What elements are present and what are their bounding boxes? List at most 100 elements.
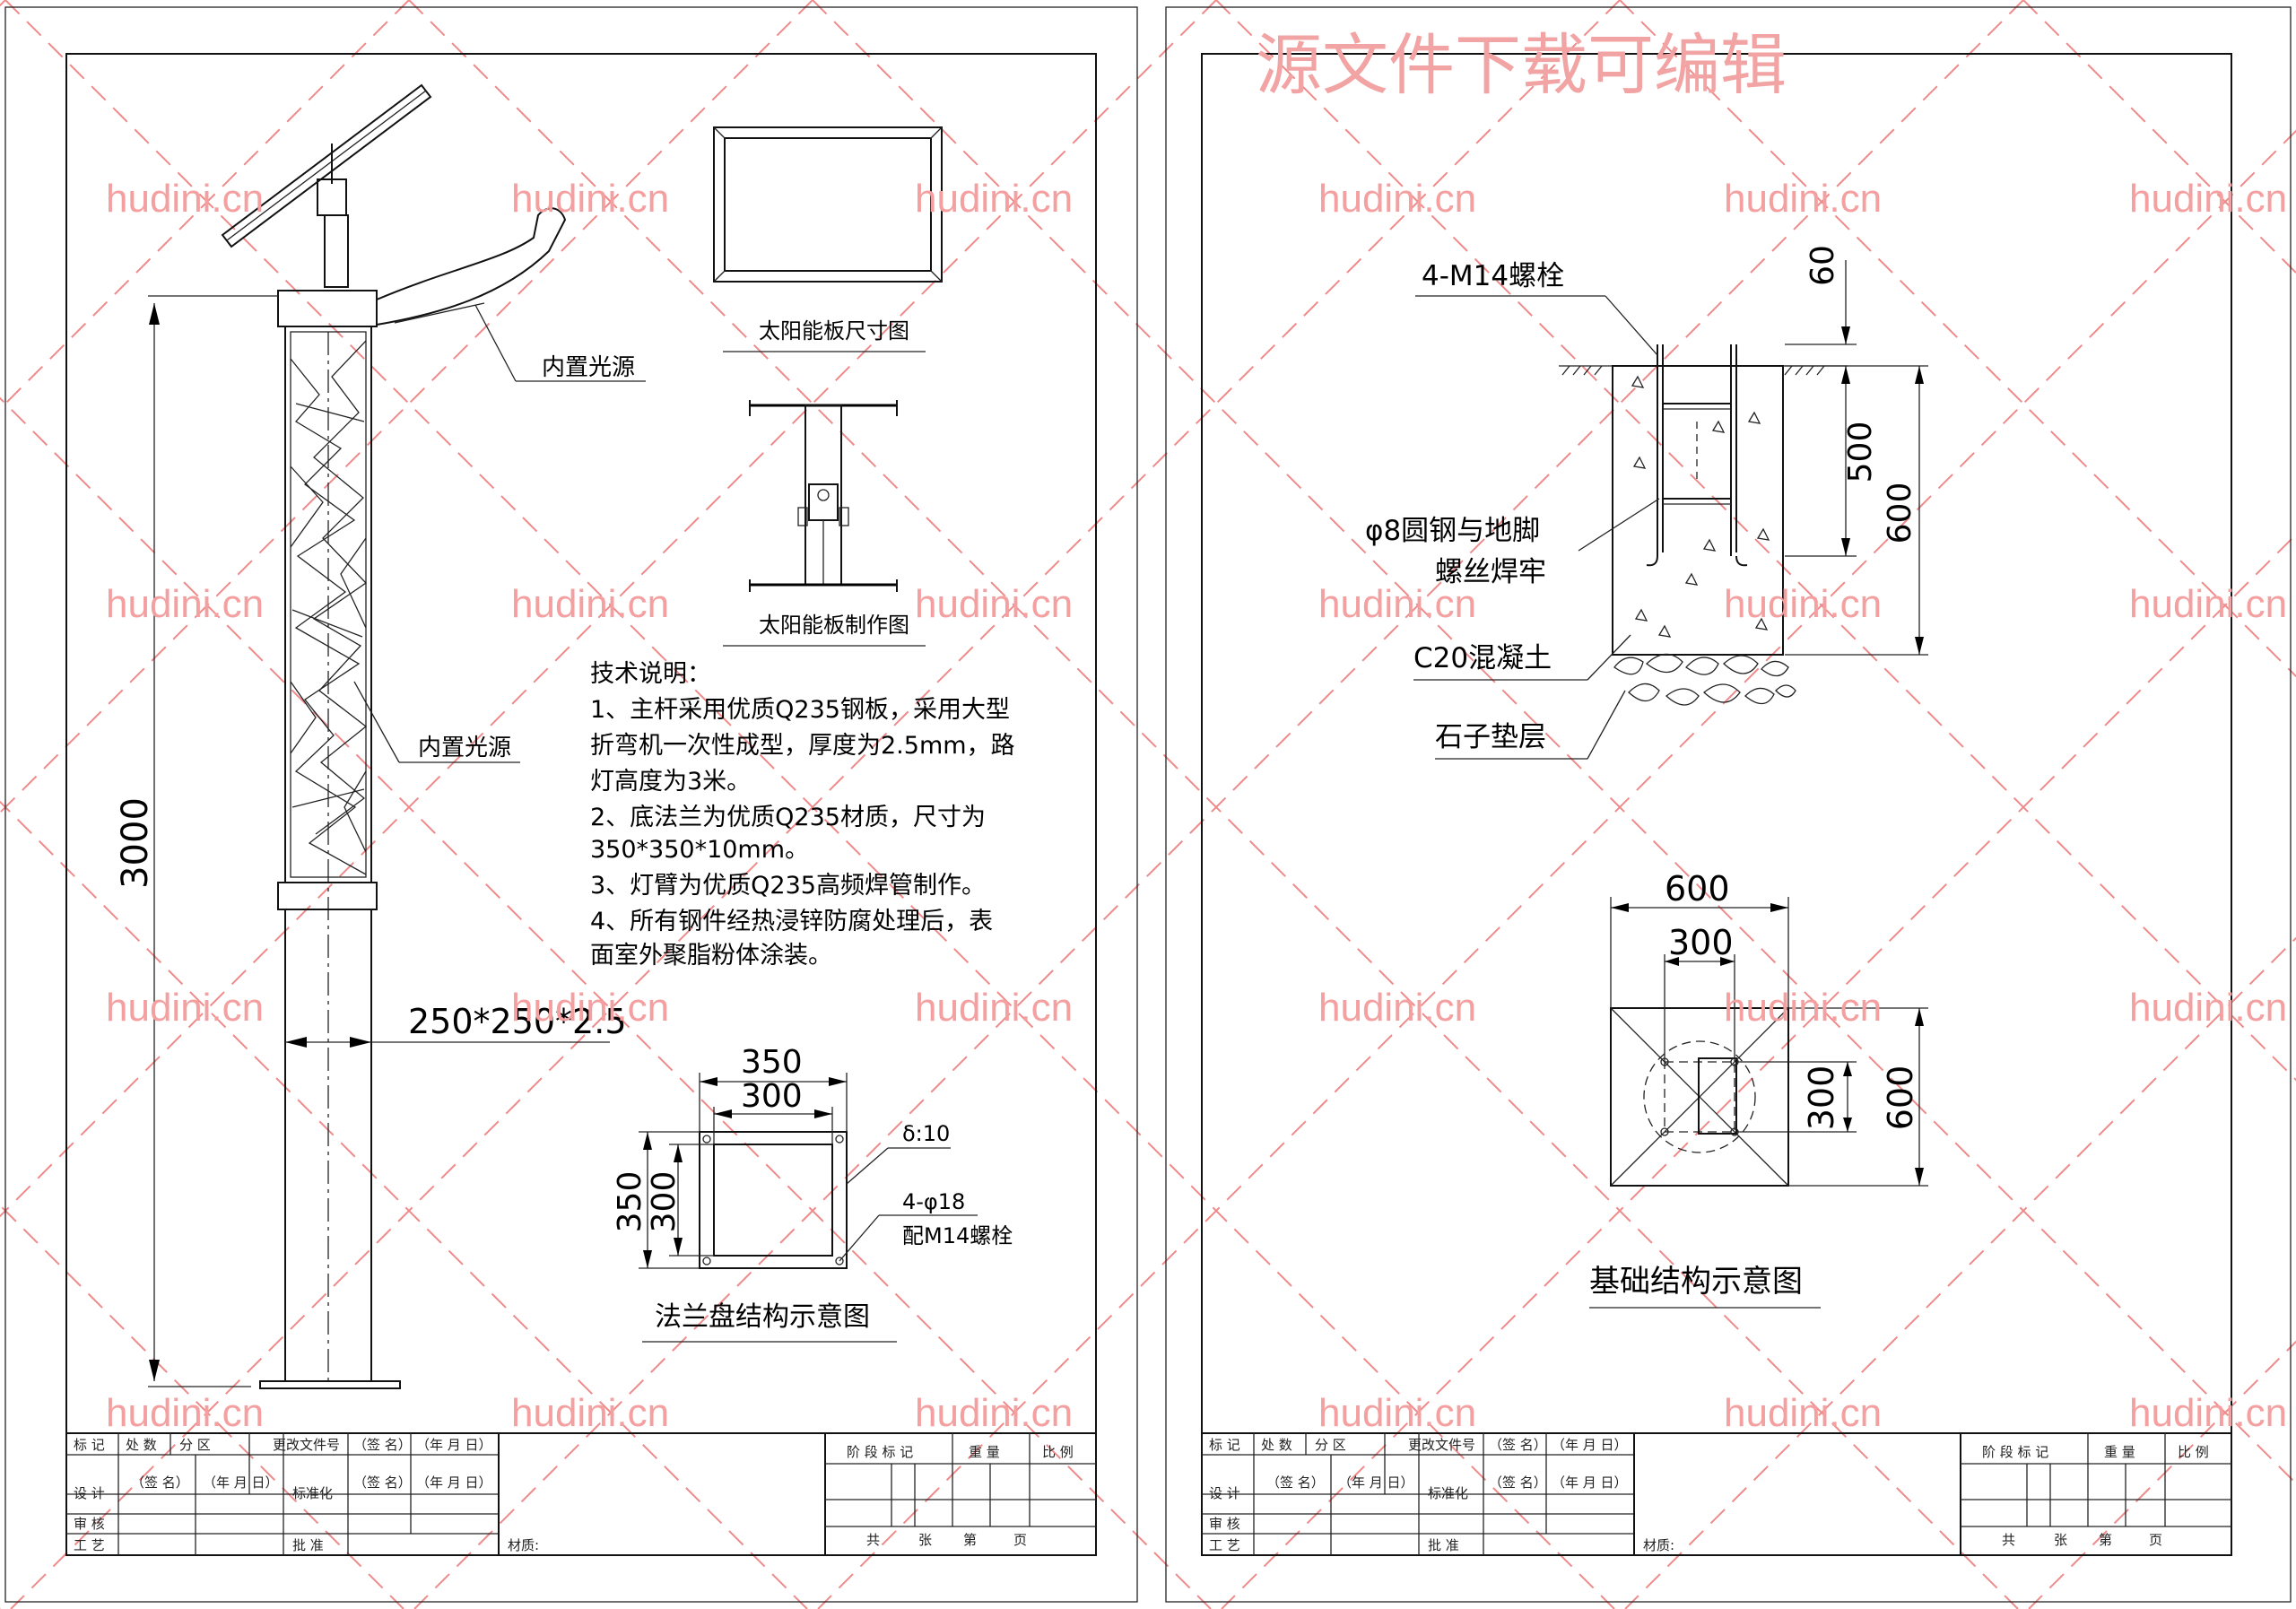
tb-l-r1-4: （签 名）	[353, 1437, 412, 1453]
title-block-left: 标 记 处 数 分 区 更改文件号 （签 名） （年 月 日） 设 计 （签 名…	[65, 1432, 1097, 1556]
watermark-diagonal	[10, 0, 1621, 1609]
foundation-plan: 600 300 300 600 基础结构示意图	[1589, 869, 1928, 1309]
tech-note-line-7: 4、所有钢件经热浸锌防腐处理后，表	[590, 908, 993, 935]
rebar-label-2: 螺丝焊牢	[1435, 556, 1546, 588]
tb-r-pages-3: 页	[2149, 1532, 2162, 1548]
watermark-domain: hudini.cn	[511, 177, 669, 221]
bolt-label: 4-M14螺栓	[1422, 260, 1564, 292]
dim-pole-section-text: 250*250*2.5	[408, 1002, 627, 1041]
tb-l-r3-0: 审 核	[74, 1516, 105, 1532]
watermark-domain: hudini.cn	[915, 1391, 1073, 1435]
watermark-diagonal	[0, 0, 813, 814]
watermark-domain: hudini.cn	[2129, 986, 2287, 1030]
watermark-domain: hudini.cn	[2129, 582, 2287, 626]
tb-l-weight: 重 量	[969, 1444, 1000, 1460]
tb-l-r1-5: （年 月 日）	[416, 1437, 492, 1453]
panel-size-caption: 太阳能板尺寸图	[759, 318, 909, 344]
flange-h-outer: 350	[612, 1171, 648, 1233]
watermark-domain: hudini.cn	[915, 177, 1073, 221]
flange-diagram: 350 300 350 300 δ:10 4-φ18 配M14螺栓 法兰盘结构示…	[612, 1044, 1013, 1343]
solar-panel-fabrication-diagram: 太阳能板制作图	[723, 400, 926, 647]
tb-l-r2-1: （签 名）	[131, 1474, 189, 1491]
tb-l-r2-4: （签 名）	[353, 1474, 412, 1491]
tb-r-r2-1: （签 名）	[1266, 1474, 1325, 1491]
dim-pole-section: 250*250*2.5	[285, 1002, 627, 1048]
tb-l-scale: 比 例	[1042, 1444, 1074, 1460]
flange-w-outer: 350	[741, 1044, 803, 1081]
watermark-domain: hudini.cn	[106, 177, 264, 221]
watermark-diagonal	[0, 0, 410, 411]
tb-r-pages-0: 共	[2002, 1532, 2015, 1548]
light-source-label-top: 内置光源	[474, 304, 646, 382]
tb-l-r2-5: （年 月 日）	[416, 1474, 492, 1491]
watermark-domain: hudini.cn	[1318, 1391, 1476, 1435]
watermark-domain: hudini.cn	[1724, 582, 1882, 626]
dim-3000: 3000	[115, 295, 278, 1387]
tb-r-r2-4: （签 名）	[1489, 1474, 1547, 1491]
watermark-diagonal	[4, 0, 1615, 1609]
tb-l-r2-2: （年 月 日）	[203, 1474, 279, 1491]
tb-r-r2-2: （年 月 日）	[1338, 1474, 1414, 1491]
tb-l-r4-1: 批 准	[292, 1537, 324, 1553]
tb-l-r4-0: 工 艺	[74, 1537, 105, 1553]
panel-make-caption: 太阳能板制作图	[759, 613, 909, 638]
watermark-diagonal	[817, 129, 2296, 1609]
tb-r-scale: 比 例	[2178, 1444, 2209, 1460]
tb-r-stage: 阶 段 标 记	[1982, 1444, 2048, 1460]
watermark-domain: hudini.cn	[106, 1391, 264, 1435]
tb-l-r1-3: 更改文件号	[273, 1437, 340, 1453]
dim-60-text: 60	[1805, 245, 1841, 286]
watermark-domain: hudini.cn	[915, 582, 1073, 626]
tb-r-pages-1: 张	[2054, 1532, 2067, 1548]
watermark-domain: hudini.cn	[511, 986, 669, 1030]
tech-note-line-2: 折弯机一次性成型，厚度为2.5mm，路	[590, 732, 1015, 760]
tech-note-line-4: 2、底法兰为优质Q235材质，尺寸为	[590, 804, 986, 831]
tb-l-r1-1: 处 数	[126, 1437, 157, 1453]
tech-note-line-8: 面室外聚脂粉体涂装。	[590, 942, 832, 970]
plan-top-outer: 600	[1665, 869, 1730, 909]
dim-600-text: 600	[1882, 483, 1918, 544]
right-sheet-border	[1165, 6, 2292, 1603]
tb-r-r1-1: 处 数	[1261, 1437, 1292, 1453]
technical-notes: 技术说明： 1、主杆采用优质Q235钢板，采用大型 折弯机一次性成型，厚度为2.…	[590, 660, 1015, 970]
gravel-label: 石子垫层	[1435, 721, 1546, 753]
tb-l-pages-3: 页	[1013, 1532, 1027, 1548]
watermark-domain: hudini.cn	[1318, 582, 1476, 626]
plan-top-inner: 300	[1668, 923, 1734, 962]
watermark-domain: hudini.cn	[106, 986, 264, 1030]
watermark-domain: hudini.cn	[1318, 177, 1476, 221]
light-source-top-text: 内置光源	[542, 354, 635, 381]
tb-l-pages-0: 共	[866, 1532, 880, 1548]
watermark-diagonal	[0, 0, 1217, 1218]
watermark-domain: hudini.cn	[1724, 177, 1882, 221]
plan-side-outer: 600	[1881, 1065, 1920, 1131]
tb-l-stage: 阶 段 标 记	[847, 1444, 913, 1460]
watermark-diagonal	[2028, 1340, 2296, 1609]
watermark-domain: hudini.cn	[1724, 1391, 1882, 1435]
watermark-texts: hudini.cn hudini.cn hudini.cn hudini.cn hudi…	[106, 177, 2287, 1435]
tb-l-r2-0: 设 计	[74, 1485, 105, 1501]
rebar-label-1: φ8圆钢与地脚	[1365, 515, 1540, 547]
tech-notes-heading: 技术说明：	[590, 660, 711, 688]
watermark-diagonal	[1221, 533, 2296, 1609]
tb-l-pages-1: 张	[918, 1532, 932, 1548]
watermark-domain: hudini.cn	[106, 582, 264, 626]
lamp-pole-elevation	[221, 83, 567, 1389]
plan-caption: 基础结构示意图	[1589, 1264, 1803, 1300]
watermark-diagonal	[1624, 936, 2296, 1609]
foundation-section: 60 500 600 4-M14螺栓 φ8圆钢与地脚 螺丝焊牢 C20混凝土 石…	[1365, 245, 1928, 760]
tb-r-r4-1: 批 准	[1428, 1537, 1459, 1553]
tb-l-r1-0: 标 记	[74, 1437, 105, 1453]
tb-r-r2-0: 设 计	[1209, 1485, 1240, 1501]
watermark-diagonal	[0, 1204, 404, 1609]
watermark-domain: hudini.cn	[511, 1391, 669, 1435]
tb-r-r1-4: （签 名）	[1489, 1437, 1547, 1453]
tb-r-r2-3: 标准化	[1428, 1485, 1468, 1501]
watermark-domain: hudini.cn	[1318, 986, 1476, 1030]
solar-panel-size-diagram: 太阳能板尺寸图	[713, 126, 943, 352]
tb-r-r4-0: 工 艺	[1209, 1537, 1240, 1553]
watermark-diagonal	[408, 0, 2019, 1609]
tb-r-r3-0: 审 核	[1209, 1516, 1240, 1532]
